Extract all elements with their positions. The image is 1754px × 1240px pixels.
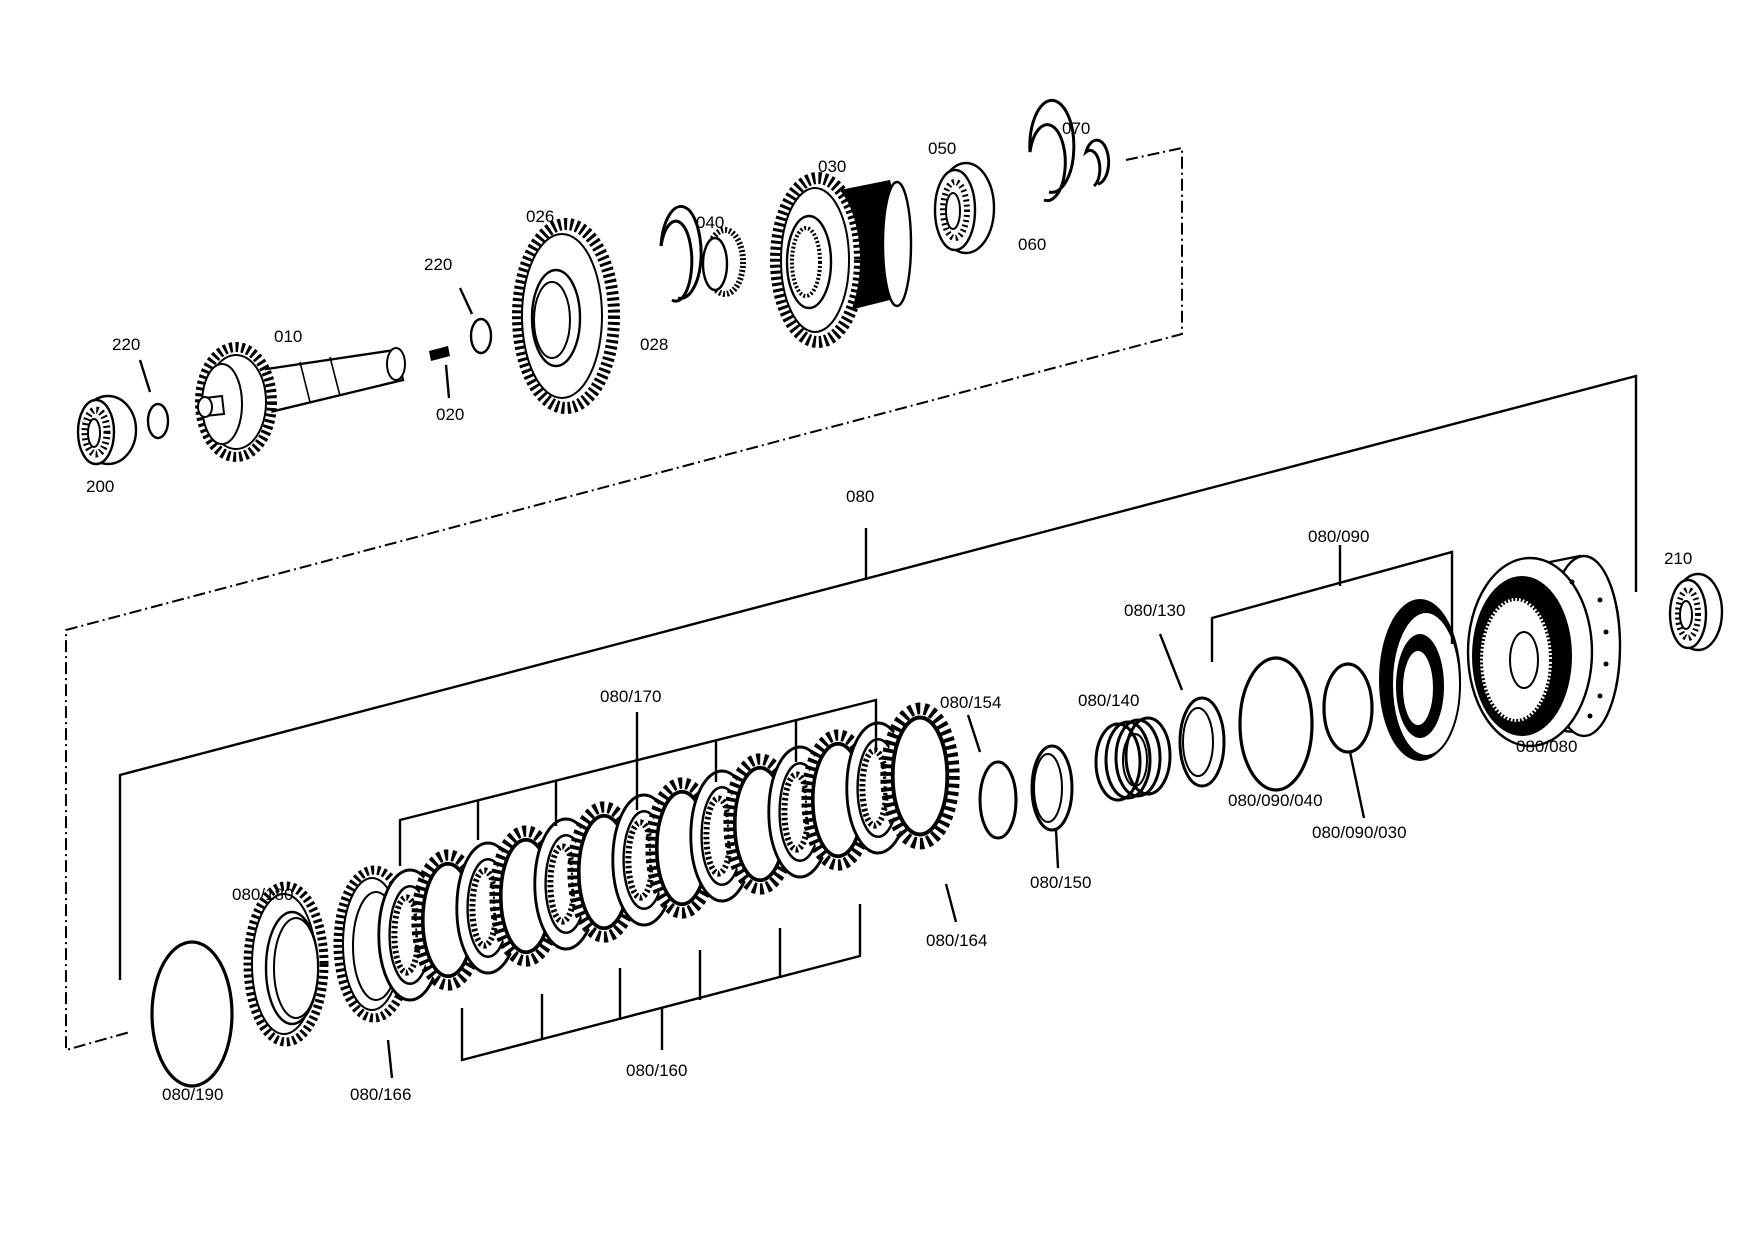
part-050-bearing	[933, 161, 996, 255]
part-080-180-plate	[243, 881, 329, 1047]
part-080-080-clutch-drum	[1466, 554, 1622, 748]
label-220-right: 220	[424, 255, 452, 274]
label-080-164: 080/164	[926, 931, 987, 950]
part-060-snap-ring	[1028, 98, 1076, 203]
label-080-154: 080/154	[940, 693, 1001, 712]
leader-080-166	[386, 1039, 394, 1079]
label-080-080: 080/080	[1516, 737, 1577, 756]
part-028-snap-ring	[659, 204, 703, 303]
part-010-shaft-gear	[195, 342, 406, 462]
label-200: 200	[86, 477, 114, 496]
connector-dashed-upper	[65, 146, 1183, 1052]
label-020: 020	[436, 405, 464, 424]
leader-220-left	[138, 359, 152, 393]
bracket-080-090	[1210, 550, 1454, 662]
label-080-090-030: 080/090/030	[1312, 823, 1407, 842]
label-070: 070	[1062, 119, 1090, 138]
part-080-090-030-o-ring	[1322, 662, 1374, 754]
part-200-bearing	[76, 394, 138, 466]
part-070-snap-ring	[1083, 138, 1111, 188]
part-080-090-piston	[1379, 599, 1461, 761]
part-026-gear	[512, 218, 620, 414]
label-080-140: 080/140	[1078, 691, 1139, 710]
label-220-left: 220	[112, 335, 140, 354]
part-040-needle-bearing	[701, 227, 746, 297]
label-030: 030	[818, 157, 846, 176]
leader-020	[444, 364, 451, 399]
part-080-190-o-ring	[150, 940, 234, 1088]
label-060: 060	[1018, 235, 1046, 254]
part-080-130-ring	[1178, 696, 1226, 788]
part-080-090-040-o-ring	[1238, 656, 1314, 792]
leader-080-130	[1158, 633, 1184, 691]
label-010: 010	[274, 327, 302, 346]
label-080-166: 080/166	[350, 1085, 411, 1104]
leader-080-150	[1054, 829, 1060, 869]
label-080-130: 080/130	[1124, 601, 1185, 620]
label-050: 050	[928, 139, 956, 158]
label-210: 210	[1664, 549, 1692, 568]
part-080-154-snap-ring	[978, 760, 1018, 840]
label-080-090: 080/090	[1308, 527, 1369, 546]
label-080-180: 080/180	[232, 885, 293, 904]
label-080-090-040: 080/090/040	[1228, 791, 1323, 810]
part-080-164-plate	[886, 708, 954, 843]
part-080-140-spring	[1094, 716, 1172, 802]
label-080-160: 080/160	[626, 1061, 687, 1080]
leader-080-164	[944, 883, 958, 923]
part-020-pin	[429, 346, 450, 361]
part-030-gear-drum	[770, 172, 913, 348]
part-220-snap-ring-left	[146, 402, 170, 440]
label-080-150: 080/150	[1030, 873, 1091, 892]
leader-220-right	[458, 287, 474, 315]
bracket-080	[118, 374, 1638, 980]
part-210-bearing	[1668, 572, 1724, 652]
label-028: 028	[640, 335, 668, 354]
part-080-150-ring	[1030, 744, 1074, 832]
label-026: 026	[526, 207, 554, 226]
label-080-170: 080/170	[600, 687, 661, 706]
label-040: 040	[696, 213, 724, 232]
leader-080-154	[966, 714, 982, 753]
label-080: 080	[846, 487, 874, 506]
part-220-snap-ring-right	[469, 317, 493, 355]
leader-080-090-030	[1348, 751, 1366, 819]
label-080-190: 080/190	[162, 1085, 223, 1104]
